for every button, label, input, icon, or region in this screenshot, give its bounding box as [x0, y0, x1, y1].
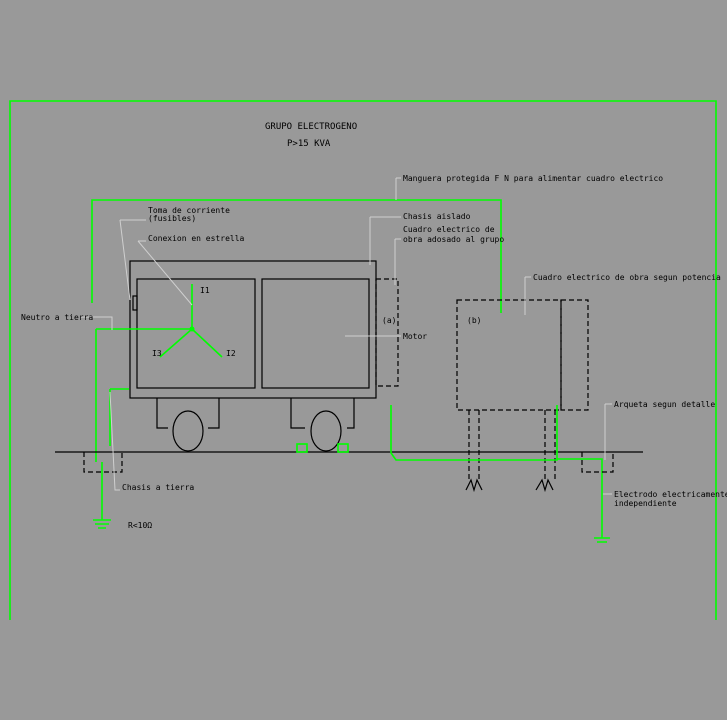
- motor-panel: [261, 278, 370, 389]
- foot-right: [535, 478, 554, 493]
- label-b: (b): [467, 316, 481, 325]
- pit-left: [83, 452, 123, 473]
- label-fusibles: (fusibles): [148, 214, 196, 223]
- label-neutro: Neutro a tierra: [21, 313, 93, 322]
- leg-right: [290, 398, 355, 429]
- independent-ground-wire: [390, 405, 610, 543]
- foot-left: [465, 478, 483, 493]
- wheel-chock: [296, 443, 308, 453]
- leader-chasis-aislado: [369, 216, 401, 265]
- panel-a: [375, 278, 399, 387]
- star-connection: [95, 284, 223, 462]
- wheel-right: [310, 410, 342, 452]
- label-i3: I3: [152, 349, 162, 358]
- chassis-ground-wire: [109, 388, 129, 446]
- label-arqueta: Arqueta segun detalle: [614, 400, 715, 409]
- label-chasis-tierra: Chasis a tierra: [122, 483, 194, 492]
- leader-conexion: [137, 240, 193, 306]
- pit-right: [581, 452, 614, 473]
- leader-arqueta: [604, 403, 612, 460]
- wheel-chock: [337, 443, 349, 453]
- label-cuadro-adosado-2: obra adosado al grupo: [403, 235, 504, 244]
- star-point: [189, 326, 195, 332]
- socket-outlet: [132, 295, 138, 311]
- drawing-frame: [9, 100, 717, 620]
- label-i2: I2: [226, 349, 236, 358]
- label-motor: Motor: [403, 332, 427, 341]
- leader-cuadro-adosado: [394, 238, 401, 285]
- leader-toma: [119, 219, 146, 301]
- leg-left: [156, 398, 220, 429]
- hose-wire: [91, 199, 502, 313]
- label-cuadro-potencia: Cuadro electrico de obra segun potencia: [533, 273, 721, 282]
- label-cuadro-adosado-1: Cuadro electrico de: [403, 225, 495, 234]
- panel-b-side: [560, 299, 589, 411]
- subtitle: P>15 KVA: [287, 139, 331, 149]
- label-electrodo-1: Electrodo electricamente: [614, 490, 727, 499]
- resistance-label: R<10Ω: [128, 521, 152, 530]
- leader-manguera: [395, 177, 401, 200]
- title: GRUPO ELECTROGENO: [265, 122, 357, 132]
- leader-neutro: [80, 316, 113, 330]
- label-i1: I1: [200, 286, 210, 295]
- alternator-panel: [136, 278, 256, 389]
- generator-set: [129, 260, 399, 452]
- label-chasis-aislado: Chasis aislado: [403, 212, 471, 221]
- label-conexion: Conexion en estrella: [148, 234, 245, 243]
- panel-b-legs: [468, 410, 556, 480]
- label-electrodo-2: independiente: [614, 499, 677, 508]
- ground-rod-left: [93, 462, 111, 529]
- label-manguera: Manguera protegida F N para alimentar cu…: [403, 174, 663, 183]
- panel-b: [456, 299, 562, 411]
- wheel-left: [172, 410, 204, 452]
- label-a: (a): [382, 316, 396, 325]
- leader-cuadro-potencia: [524, 276, 531, 315]
- label-toma: Toma de corriente: [148, 206, 230, 215]
- leader-chasis: [109, 391, 120, 491]
